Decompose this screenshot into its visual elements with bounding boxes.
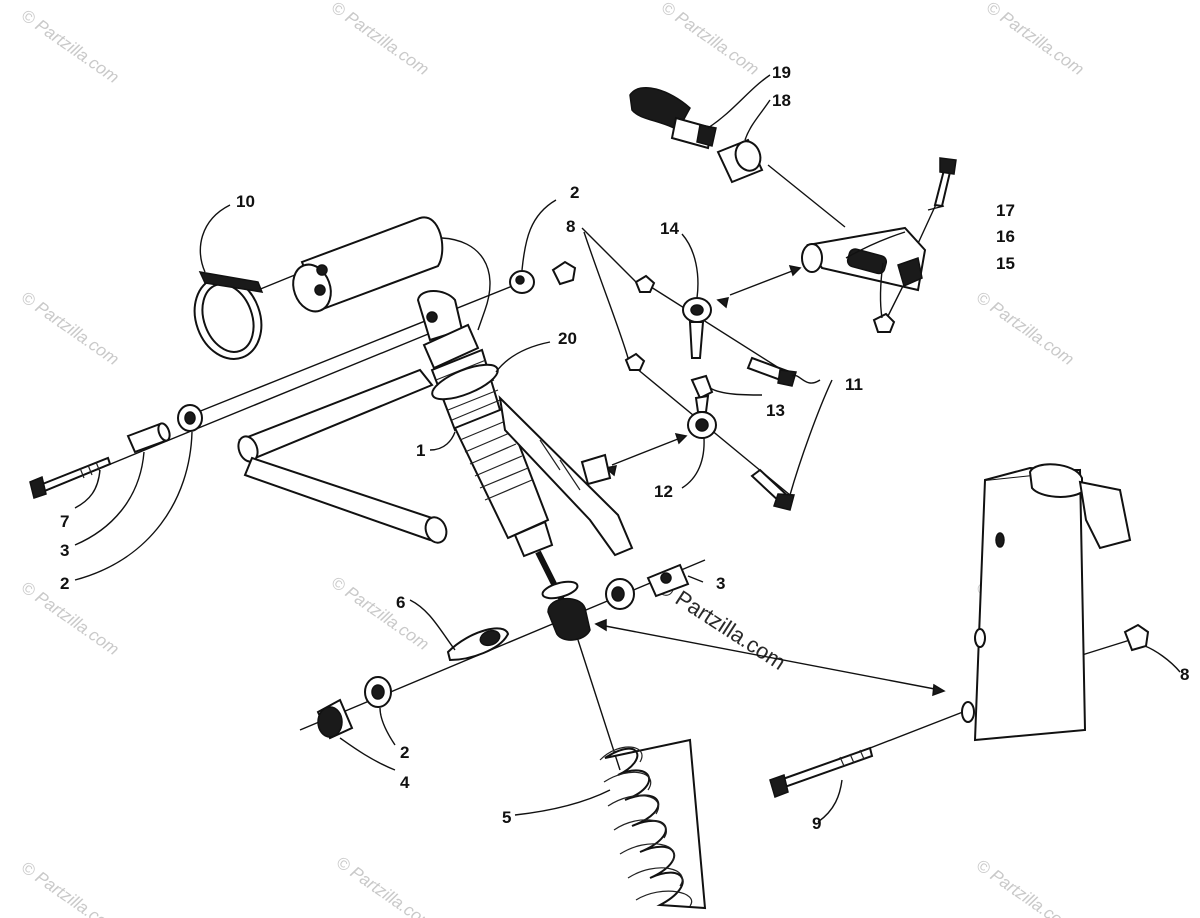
watermark-text: © Partzilla.com [328, 0, 433, 79]
callout-2: 2 [400, 743, 409, 762]
watermark-text: © Partzilla.com [18, 578, 123, 659]
callout-17: 17 [996, 201, 1015, 220]
clamp-part [193, 271, 264, 360]
lever-nut [872, 312, 896, 333]
callout-18: 18 [772, 91, 791, 110]
callout-labels: 10 2 8 14 19 18 17 16 15 20 11 13 1 12 7… [60, 63, 1189, 833]
leader-lines [74, 74, 1181, 823]
watermark-text: © Partzilla.com [328, 573, 433, 654]
callout-9: 9 [812, 814, 821, 833]
mount-bracket [961, 463, 1150, 742]
adjuster-lever [801, 226, 927, 292]
watermark-text: © Partzilla.com [18, 858, 123, 918]
callout-8: 8 [566, 217, 575, 236]
callout-4: 4 [400, 773, 410, 792]
watermark-text: © Partzilla.com [18, 6, 123, 87]
callout-8: 8 [1180, 665, 1189, 684]
watermark-text: © Partzilla.com [658, 0, 763, 79]
callout-11: 11 [845, 375, 863, 394]
callout-3: 3 [60, 541, 69, 560]
left-washer [177, 404, 203, 432]
callout-2: 2 [570, 183, 579, 202]
lower-bushings [316, 563, 690, 740]
callout-13: 13 [766, 401, 785, 420]
shock-absorber [416, 290, 591, 641]
left-spacer [126, 422, 171, 454]
callout-1: 1 [416, 441, 425, 460]
square-bushing [716, 138, 764, 184]
callout-7: 7 [60, 512, 69, 531]
callout-5: 5 [502, 808, 511, 827]
watermark-text: © Partzilla.com [973, 288, 1078, 369]
watermark-text: © Partzilla.com [333, 853, 438, 918]
callout-10: 10 [236, 192, 255, 211]
callout-12: 12 [654, 482, 673, 501]
callout-2: 2 [60, 574, 69, 593]
watermark-text: © Partzilla.com [18, 288, 123, 369]
linkage [580, 274, 797, 511]
callout-6: 6 [396, 593, 405, 612]
callout-15: 15 [996, 254, 1015, 273]
lever-bolt [933, 157, 957, 208]
knob-cap [629, 86, 717, 150]
callout-19: 19 [772, 63, 791, 82]
long-bolt [769, 746, 874, 798]
left-bolt [29, 456, 112, 499]
coil-spring [599, 738, 707, 910]
watermark-text: © Partzilla.com [983, 0, 1088, 79]
callout-14: 14 [660, 219, 679, 238]
reservoir-canister [292, 216, 491, 331]
top-bushing [509, 260, 577, 294]
callout-20: 20 [558, 329, 577, 348]
swing-arm [237, 368, 634, 557]
watermark-text: © Partzilla.com [973, 856, 1078, 918]
callout-16: 16 [996, 227, 1015, 246]
callout-3: 3 [716, 574, 725, 593]
